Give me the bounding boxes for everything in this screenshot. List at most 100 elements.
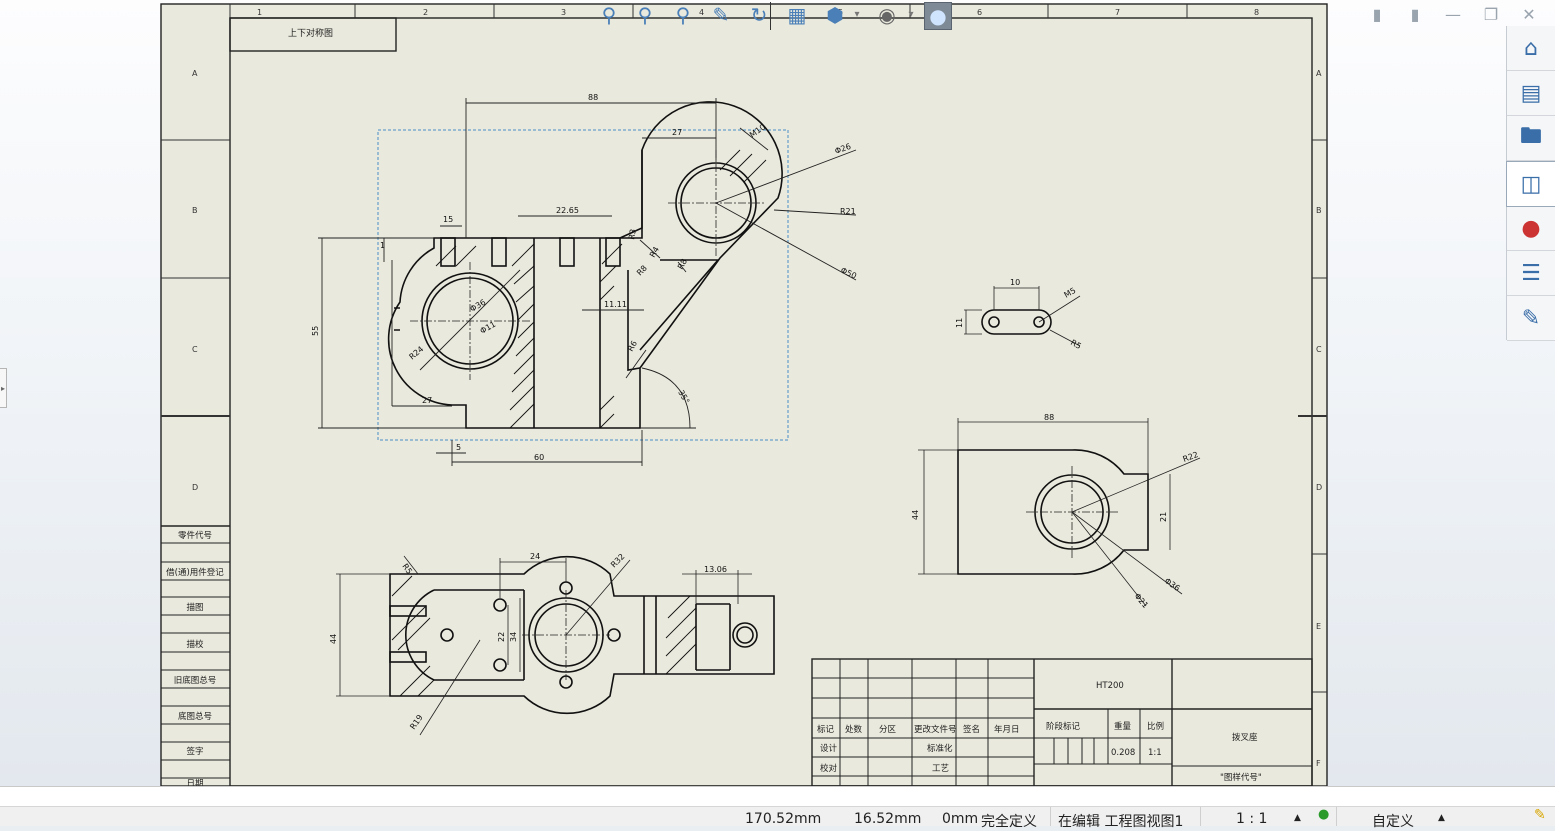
- title-block-grid: [812, 659, 1312, 786]
- status-separator: [1050, 807, 1051, 826]
- view-boundary: [377, 129, 789, 441]
- file-explorer-icon[interactable]: 🖿: [1507, 116, 1555, 161]
- svg-text:34: 34: [509, 632, 518, 642]
- restore-icon[interactable]: ❐: [1483, 4, 1499, 24]
- svg-text:60: 60: [534, 453, 544, 462]
- minimize-icon[interactable]: —: [1445, 4, 1461, 24]
- svg-text:标记: 标记: [817, 724, 835, 735]
- next-window-icon[interactable]: ▮: [1410, 4, 1420, 24]
- svg-text:11: 11: [955, 318, 964, 328]
- status-strip: [0, 787, 1555, 807]
- drawing-sheet[interactable]: 1 2 3 4 5 6 7 8 A B C D A B C D E F 上下对称…: [0, 0, 1555, 786]
- drawing-code-box: [229, 17, 397, 52]
- svg-text:比例: 比例: [1147, 721, 1164, 732]
- title-block-text: HT200 标记 处数 分区 更改文件号 签名 年月日 设计 校对 标准化 工艺…: [817, 681, 1262, 783]
- svg-text:B: B: [192, 206, 198, 215]
- rotate-icon[interactable]: ↻: [750, 3, 768, 27]
- title-block[interactable]: HT200 标记 处数 分区 更改文件号 签名 年月日 设计 校对 标准化 工艺…: [811, 658, 1313, 786]
- svg-text:88: 88: [588, 93, 598, 102]
- svg-text:底图总号: 底图总号: [178, 711, 212, 722]
- appearance-icon[interactable]: ●: [924, 2, 952, 30]
- zone-ticks: [161, 4, 1327, 693]
- svg-text:零件代号: 零件代号: [178, 530, 212, 541]
- svg-text:"图样代号": "图样代号": [1220, 772, 1262, 783]
- front-dimension-lines: [318, 98, 857, 466]
- chevron-right-icon: ▸: [0, 383, 5, 393]
- svg-text:0.208: 0.208: [1111, 748, 1135, 758]
- title-block-frame: [811, 658, 1313, 786]
- svg-text:A: A: [192, 69, 198, 78]
- svg-text:21: 21: [1159, 512, 1168, 522]
- svg-text:HT200: HT200: [1096, 681, 1124, 691]
- svg-text:签字: 签字: [186, 746, 203, 757]
- svg-text:1: 1: [257, 8, 262, 17]
- svg-text:4: 4: [699, 8, 704, 17]
- previous-window-icon[interactable]: ▮: [1372, 4, 1382, 24]
- svg-text:27: 27: [422, 396, 432, 405]
- section-hatch: [435, 149, 767, 429]
- zoom-to-fit-icon[interactable]: ⚲: [601, 3, 617, 27]
- scale-up-arrow-icon[interactable]: ▲: [1294, 813, 1301, 823]
- custom-properties-icon[interactable]: ☰: [1507, 251, 1555, 296]
- svg-text:校对: 校对: [820, 763, 838, 774]
- slot-outline: [981, 309, 1052, 335]
- hide-show-icon[interactable]: ◉: [878, 3, 896, 27]
- unit-system[interactable]: 自定义: [1372, 814, 1414, 830]
- sheet-paper: [160, 3, 1328, 786]
- task-pane: ⌂ ▤ 🖿 ◫ ● ☰ ✎: [1506, 26, 1555, 341]
- svg-text:D: D: [192, 483, 198, 492]
- svg-text:拨叉座: 拨叉座: [1232, 732, 1258, 743]
- svg-text:更改文件号: 更改文件号: [914, 724, 957, 735]
- svg-text:24: 24: [530, 552, 540, 561]
- section-view-icon[interactable]: ▦: [787, 3, 807, 27]
- top-left-label: 上下对称图: [288, 27, 333, 39]
- svg-text:分区: 分区: [879, 725, 897, 735]
- svg-text:旧底图总号: 旧底图总号: [174, 675, 217, 686]
- svg-text:标准化: 标准化: [927, 743, 953, 754]
- svg-text:5: 5: [838, 8, 843, 17]
- sheet-scale[interactable]: 1 : 1: [1236, 811, 1268, 827]
- status-separator: [1336, 807, 1337, 826]
- top-hatch: [391, 575, 697, 697]
- svg-text:7: 7: [1115, 8, 1120, 17]
- slot-detail-view[interactable]: 10 M5 R5 11: [955, 278, 1083, 351]
- design-library-icon[interactable]: ▤: [1507, 71, 1555, 116]
- status-z-coordinate: 0mm: [942, 811, 979, 827]
- pan-icon[interactable]: ✎: [712, 3, 730, 27]
- status-separator: [1200, 807, 1201, 826]
- svg-text:F: F: [1316, 759, 1321, 768]
- svg-text:22.65: 22.65: [556, 206, 579, 215]
- zoom-to-area-icon[interactable]: ⚲: [637, 3, 653, 27]
- svg-text:22: 22: [497, 632, 506, 642]
- forum-icon[interactable]: ✎: [1507, 296, 1555, 341]
- chevron-down-icon[interactable]: ▾: [908, 9, 914, 20]
- svg-text:5: 5: [456, 443, 461, 452]
- rebuild-status-icon[interactable]: ●: [1318, 807, 1330, 822]
- zoom-in-out-icon[interactable]: ⚲: [675, 3, 691, 27]
- left-strip-labels: 零件代号 借(通)用件登记 描图 描校 旧底图总号 底图总号 签字 日期: [166, 530, 224, 786]
- svg-text:R3: R3: [627, 228, 638, 240]
- unit-up-arrow-icon[interactable]: ▲: [1438, 813, 1445, 823]
- svg-text:2: 2: [423, 8, 428, 17]
- svg-text:年月日: 年月日: [994, 724, 1020, 735]
- zone-labels: 1 2 3 4 5 6 7 8 A B C D A B C D E F: [192, 8, 1322, 768]
- svg-text:重量: 重量: [1114, 721, 1132, 732]
- top-section-view[interactable]: R5 24 R32 13.06 44 22 34 R19: [329, 552, 775, 736]
- svg-text:D: D: [1316, 483, 1322, 492]
- status-y-coordinate: 16.52mm: [854, 811, 922, 827]
- home-icon[interactable]: ⌂: [1507, 26, 1555, 71]
- svg-text:B: B: [1316, 206, 1322, 215]
- svg-text:描图: 描图: [186, 602, 203, 613]
- chevron-down-icon[interactable]: ▾: [854, 9, 860, 20]
- notification-icon[interactable]: ✎: [1534, 807, 1546, 823]
- svg-text:10: 10: [1010, 278, 1020, 287]
- slot-dimension-lines: [964, 286, 1081, 347]
- drawing-border: [229, 17, 1313, 786]
- svg-text:13.06: 13.06: [704, 565, 727, 574]
- view-orientation-icon[interactable]: ⬢: [826, 3, 844, 27]
- close-icon[interactable]: ✕: [1522, 4, 1536, 24]
- svg-text:描校: 描校: [186, 639, 204, 650]
- feature-manager-toggle[interactable]: ▸: [0, 368, 7, 408]
- view-palette-icon[interactable]: ◫: [1506, 161, 1555, 207]
- appearance-scene-icon[interactable]: ●: [1507, 206, 1555, 251]
